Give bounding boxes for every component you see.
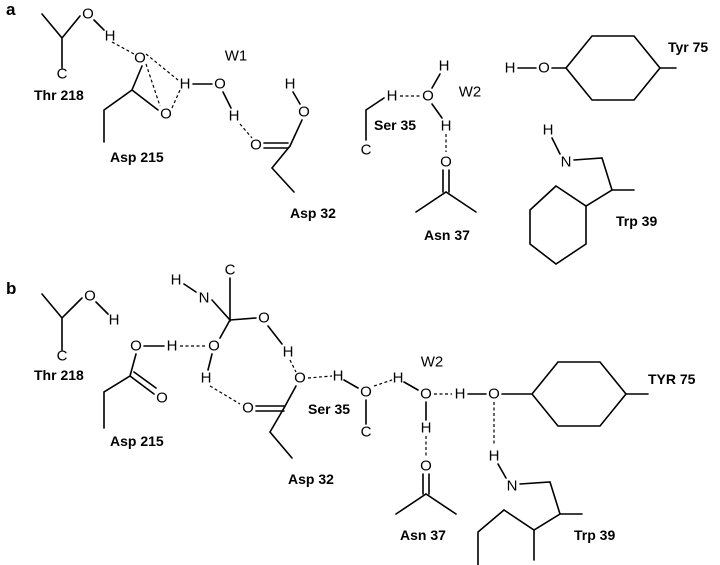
w1-hydrogen-1: H — [180, 76, 191, 93]
panel-b-label: b — [6, 279, 16, 298]
tyr75-oxygen: O — [538, 60, 550, 77]
trp39-hydrogen: H — [543, 122, 554, 139]
trp39-nitrogen: N — [561, 154, 572, 171]
ser35-hydrogen-b: H — [333, 368, 344, 385]
tyr75-hydrogen: H — [505, 60, 516, 77]
thr218-carbon-b: C — [57, 348, 68, 365]
ser35-oxygen-b: O — [360, 384, 372, 401]
w2-hydrogen-2: H — [441, 118, 452, 135]
trp39-label: Trp 39 — [616, 213, 657, 229]
asp215-oxygen-1: O — [134, 50, 146, 67]
ser35-carbon-b: C — [361, 424, 372, 441]
w2-hydrogen-1-b: H — [393, 370, 404, 387]
asp32-group-b: O O Asp 32 — [242, 370, 334, 488]
water-w2-a: H O H W2 — [422, 58, 481, 135]
asn37-group-b: O Asn 37 — [395, 458, 457, 543]
asp215-group-a: O O Asp 215 — [103, 50, 172, 165]
ser35-carbon: C — [361, 142, 372, 159]
w2-hydrogen-2-b: H — [421, 420, 432, 437]
asp215-oxygen-2-b: O — [156, 390, 168, 407]
inhibitor-hydrogen-3: H — [283, 344, 294, 361]
trp39-group-b: H N Trp 39 — [477, 448, 615, 565]
hbond-thr218-asp215-a — [111, 41, 135, 55]
asp215-label: Asp 215 — [110, 149, 164, 165]
asp215-oxygen-2: O — [160, 106, 172, 123]
tyr75-oxygen-b: O — [488, 386, 500, 403]
w1-oxygen: O — [214, 76, 226, 93]
asp32-oxygen-2-b: O — [242, 400, 254, 417]
thr218-label-b: Thr 218 — [34, 367, 84, 383]
w1-label: W1 — [225, 48, 248, 65]
tyr75-hydrogen-b: H — [455, 386, 466, 403]
hbond-inhibitor-asp32-2 — [289, 359, 297, 373]
asp32-label-b: Asp 32 — [288, 471, 334, 487]
asp32-oxygen-2: O — [250, 137, 262, 154]
thr218-group-b: O H C Thr 218 — [34, 288, 119, 384]
asp32-hydrogen: H — [285, 76, 296, 93]
hbond-asp32-ser35 — [307, 375, 333, 379]
w2-oxygen: O — [422, 88, 434, 105]
water-w2-b: W2 H O H — [393, 354, 444, 437]
inhibitor-carbon-top: C — [225, 262, 236, 279]
trp39-group-a: H N Trp 39 — [529, 122, 657, 265]
w2-hydrogen-1: H — [439, 58, 450, 75]
thr218-hydrogen: H — [105, 28, 116, 45]
asp32-oxygen-1-b: O — [294, 370, 306, 387]
w1-hydrogen-2: H — [229, 108, 240, 125]
ser35-group-b: H O C Ser 35 — [308, 368, 372, 441]
inhibitor-nitrogen: N — [199, 290, 210, 307]
ser35-label-b: Ser 35 — [308, 401, 350, 417]
asp32-oxygen-1: O — [298, 104, 310, 121]
w2-oxygen-b: O — [420, 386, 432, 403]
tyr75-group-a: H O Tyr 75 — [505, 35, 708, 101]
ser35-group-a: H C Ser 35 — [361, 88, 417, 159]
hbond-asp215-w1-2 — [171, 89, 181, 109]
asp32-label: Asp 32 — [290, 205, 336, 221]
thr218-carbon: C — [57, 66, 68, 83]
asp215-hydrogen-b: H — [167, 338, 178, 355]
thr218-hydrogen-b: H — [109, 312, 120, 329]
asn37-oxygen-b: O — [420, 458, 432, 475]
thr218-oxygen-b: O — [84, 288, 96, 305]
asp215-oxygen-1-b: O — [130, 338, 142, 355]
tyr75-group-b: H O TYR 75 — [455, 361, 696, 427]
panel-a: a O H C Thr 218 O O Asp 215 W1 H O H — [6, 0, 708, 265]
tyr75-label-b: TYR 75 — [648, 371, 696, 387]
inhibitor-group-b: H N C O O H H — [171, 262, 294, 387]
thr218-label: Thr 218 — [34, 87, 84, 103]
thr218-oxygen: O — [82, 6, 94, 23]
trp39-hydrogen-b: H — [489, 448, 500, 465]
water-w1: W1 H O H — [180, 48, 248, 125]
ser35-label: Ser 35 — [374, 117, 416, 133]
inhibitor-oxygen-1: O — [258, 310, 270, 327]
panel-b: b O H C Thr 218 H N C O O H H O H O — [6, 262, 696, 565]
asn37-label-b: Asn 37 — [400, 527, 446, 543]
hbond-inhibitor-asp32-1 — [209, 385, 241, 405]
asp32-group-a: H O O Asp 32 — [250, 76, 336, 222]
ser35-hydrogen: H — [387, 88, 398, 105]
hbond-ser35-w2-b — [373, 379, 393, 387]
trp39-label-b: Trp 39 — [574, 527, 615, 543]
thr218-group-a: O H C Thr 218 — [34, 6, 115, 104]
tyr75-label: Tyr 75 — [668, 39, 708, 55]
w2-label-a: W2 — [459, 84, 482, 101]
asn37-label: Asn 37 — [424, 227, 470, 243]
inhibitor-hydrogen-2: H — [201, 370, 212, 387]
panel-a-label: a — [6, 0, 16, 19]
inhibitor-oxygen-2: O — [208, 338, 220, 355]
trp39-nitrogen-b: N — [507, 478, 518, 495]
inhibitor-hydrogen-1: H — [171, 272, 182, 289]
w2-label-b: W2 — [421, 354, 444, 371]
asp215-group-b: O H O Asp 215 — [103, 338, 178, 449]
asn37-group-a: O Asn 37 — [415, 154, 477, 243]
asp215-label-b: Asp 215 — [110, 433, 164, 449]
asn37-oxygen: O — [440, 154, 452, 171]
hbond-asp215-w1-1 — [145, 53, 179, 81]
